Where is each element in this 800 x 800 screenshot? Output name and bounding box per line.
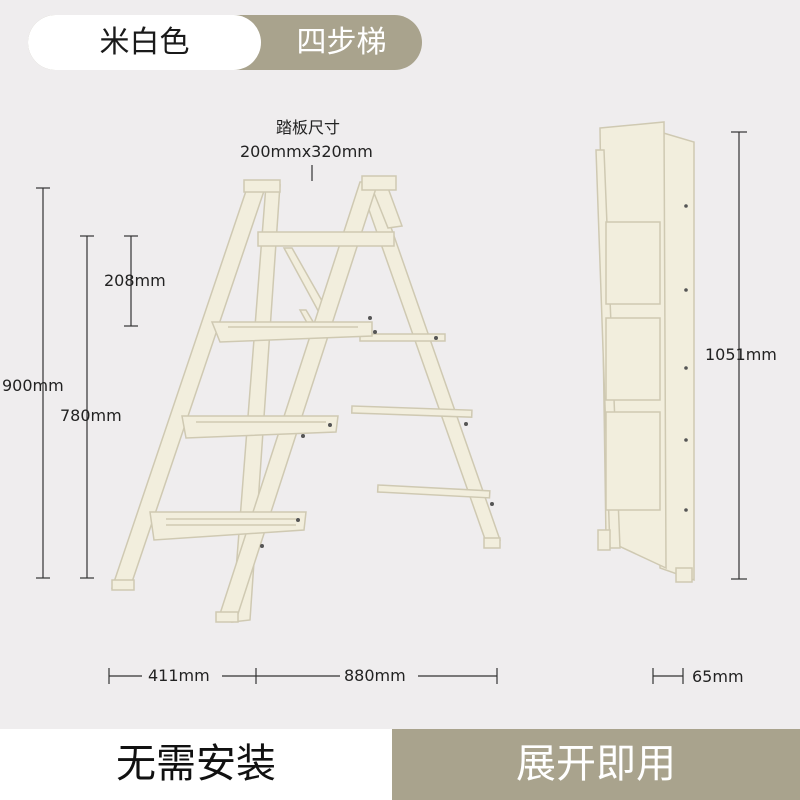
dimension-lines: [36, 131, 747, 684]
color-tag: 米白色: [99, 25, 190, 60]
folded-thickness-label: 65mm: [692, 667, 744, 686]
tag-bar: 米白色 四步梯: [28, 15, 422, 70]
color-tag-pill: [28, 15, 261, 70]
total-height-label: 900mm: [2, 376, 64, 395]
step-gap-label: 208mm: [104, 271, 166, 290]
platform-height-label: 780mm: [60, 406, 122, 425]
pedal-title-label: 踏板尺寸: [276, 118, 341, 137]
folded-height-label: 1051mm: [705, 345, 777, 364]
folded-dots: [684, 204, 688, 512]
step-grid-pattern: [166, 326, 358, 526]
front-depth-label: 411mm: [148, 666, 210, 685]
unfolded-ladder: [110, 175, 502, 623]
slogan-right-panel: 展开即用: [392, 729, 800, 800]
model-tag: 四步梯: [296, 25, 387, 60]
pedal-size-label: 200mmx320mm: [240, 142, 373, 161]
folded-ladder: [595, 121, 695, 583]
slogan-left: 无需安装: [116, 741, 276, 787]
slogan-left-panel: 无需安装: [0, 729, 392, 800]
bolt-dots: [260, 316, 494, 548]
total-depth-label: 880mm: [344, 666, 406, 685]
slogan-right: 展开即用: [516, 741, 676, 787]
